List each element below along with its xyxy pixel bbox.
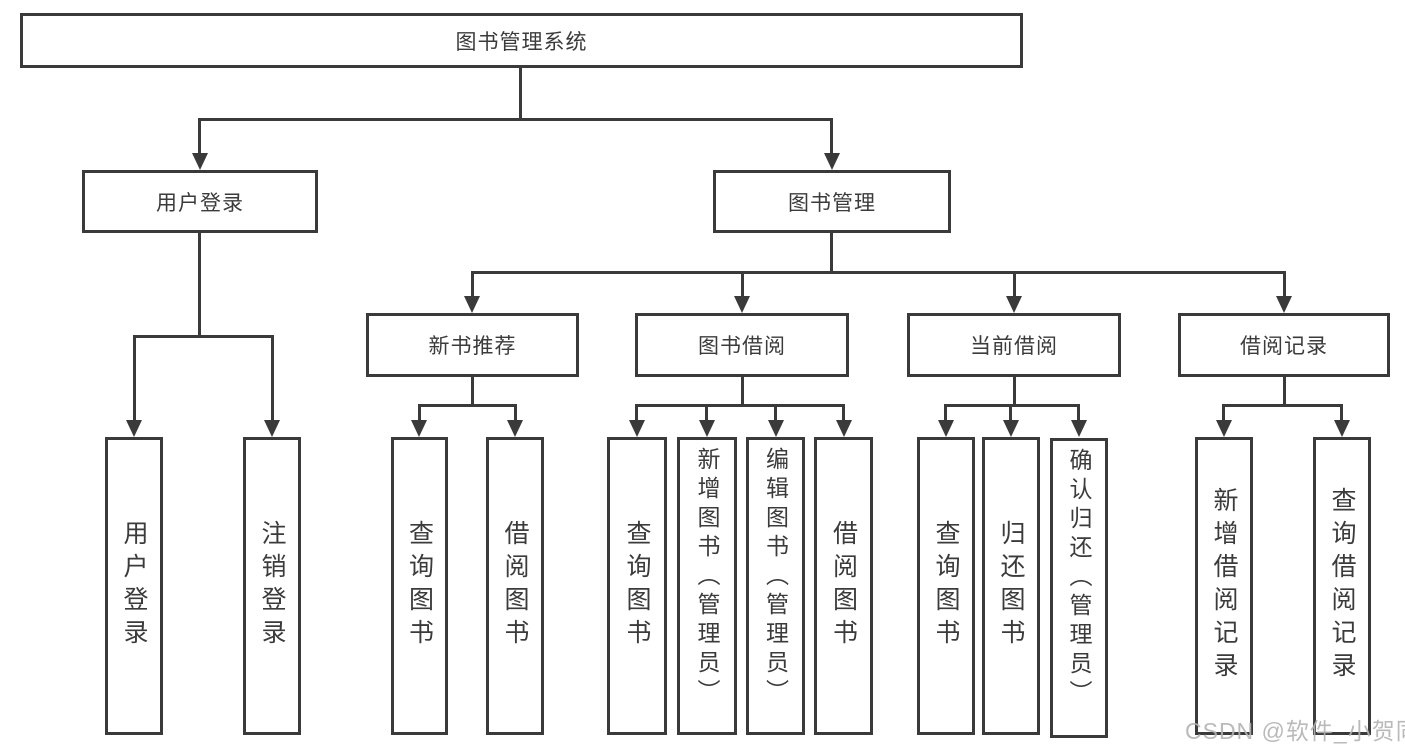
connector-line: [271, 335, 274, 421]
node-borrowing-records: 借阅记录: [1178, 313, 1390, 377]
connector-line: [1222, 404, 1225, 421]
connector-line: [1340, 404, 1343, 421]
node-current-borrowing: 当前借阅: [907, 313, 1121, 377]
arrowhead-down-icon: [768, 420, 784, 437]
arrowhead-down-icon: [1276, 296, 1292, 313]
node-book-borrowing: 图书借阅: [635, 313, 849, 377]
arrowhead-down-icon: [464, 296, 480, 313]
connector-line: [133, 335, 136, 421]
arrowhead-down-icon: [264, 420, 280, 437]
node-user-login: 用户登录: [82, 170, 318, 233]
arrowhead-down-icon: [938, 420, 954, 437]
leaf-query-borrow-record: 查询借阅记录: [1313, 437, 1371, 735]
connector-line: [1077, 404, 1080, 421]
arrowhead-down-icon: [824, 153, 840, 170]
connector-line: [842, 404, 845, 421]
node-library-management-system: 图书管理系统: [20, 13, 1023, 68]
connector-line: [471, 377, 474, 407]
connector-line: [519, 68, 522, 120]
connector-line: [1283, 377, 1286, 407]
connector-line: [774, 404, 777, 421]
arrowhead-down-icon: [734, 296, 750, 313]
connector-line: [944, 404, 947, 421]
connector-line: [198, 233, 201, 337]
connector-line: [705, 404, 708, 421]
connector-line: [1283, 271, 1286, 298]
leaf-edit-books-admin: 编辑图书（管理员）: [746, 437, 805, 735]
connector-line: [514, 404, 517, 421]
arrowhead-down-icon: [836, 420, 852, 437]
leaf-return-books: 归还图书: [982, 437, 1040, 735]
leaf-query-books-recommend: 查询图书: [391, 437, 448, 735]
csdn-watermark: CSDN @软件_小贺同学: [1185, 718, 1405, 744]
arrowhead-down-icon: [1071, 420, 1087, 437]
connector-line: [1222, 404, 1343, 407]
connector-line: [830, 118, 833, 154]
connector-line: [1013, 271, 1016, 298]
leaf-query-books-current: 查询图书: [917, 437, 975, 735]
arrowhead-down-icon: [1216, 420, 1232, 437]
arrowhead-down-icon: [507, 420, 523, 437]
connector-line: [133, 335, 274, 338]
leaf-user-login: 用户登录: [105, 437, 163, 735]
connector-line: [741, 271, 744, 298]
arrowhead-down-icon: [1003, 420, 1019, 437]
connector-line: [1013, 377, 1016, 407]
leaf-add-books-admin: 新增图书（管理员）: [677, 437, 737, 735]
connector-line: [198, 118, 833, 121]
connector-line: [635, 404, 638, 421]
connector-line: [830, 233, 833, 274]
arrowhead-down-icon: [411, 420, 427, 437]
connector-line: [471, 271, 474, 298]
leaf-borrow-books: 借阅图书: [814, 437, 873, 735]
leaf-query-books-borrowing: 查询图书: [607, 437, 667, 735]
node-new-book-recommendation: 新书推荐: [366, 313, 579, 377]
node-book-management: 图书管理: [713, 170, 951, 233]
connector-line: [471, 271, 1285, 274]
leaf-confirm-return-admin: 确认归还（管理员）: [1050, 438, 1108, 738]
arrowhead-down-icon: [1334, 420, 1350, 437]
arrowhead-down-icon: [699, 420, 715, 437]
connector-line: [635, 404, 845, 407]
connector-line: [741, 377, 744, 407]
arrowhead-down-icon: [629, 420, 645, 437]
arrowhead-down-icon: [126, 420, 142, 437]
connector-line: [944, 404, 1080, 407]
leaf-borrow-books-recommend: 借阅图书: [486, 437, 544, 735]
arrowhead-down-icon: [1006, 296, 1022, 313]
leaf-logout: 注销登录: [243, 437, 301, 735]
connector-line: [198, 118, 201, 154]
connector-line: [1009, 404, 1012, 421]
leaf-add-borrow-record: 新增借阅记录: [1195, 437, 1253, 735]
arrowhead-down-icon: [192, 153, 208, 170]
connector-line: [418, 404, 421, 421]
connector-line: [418, 404, 517, 407]
